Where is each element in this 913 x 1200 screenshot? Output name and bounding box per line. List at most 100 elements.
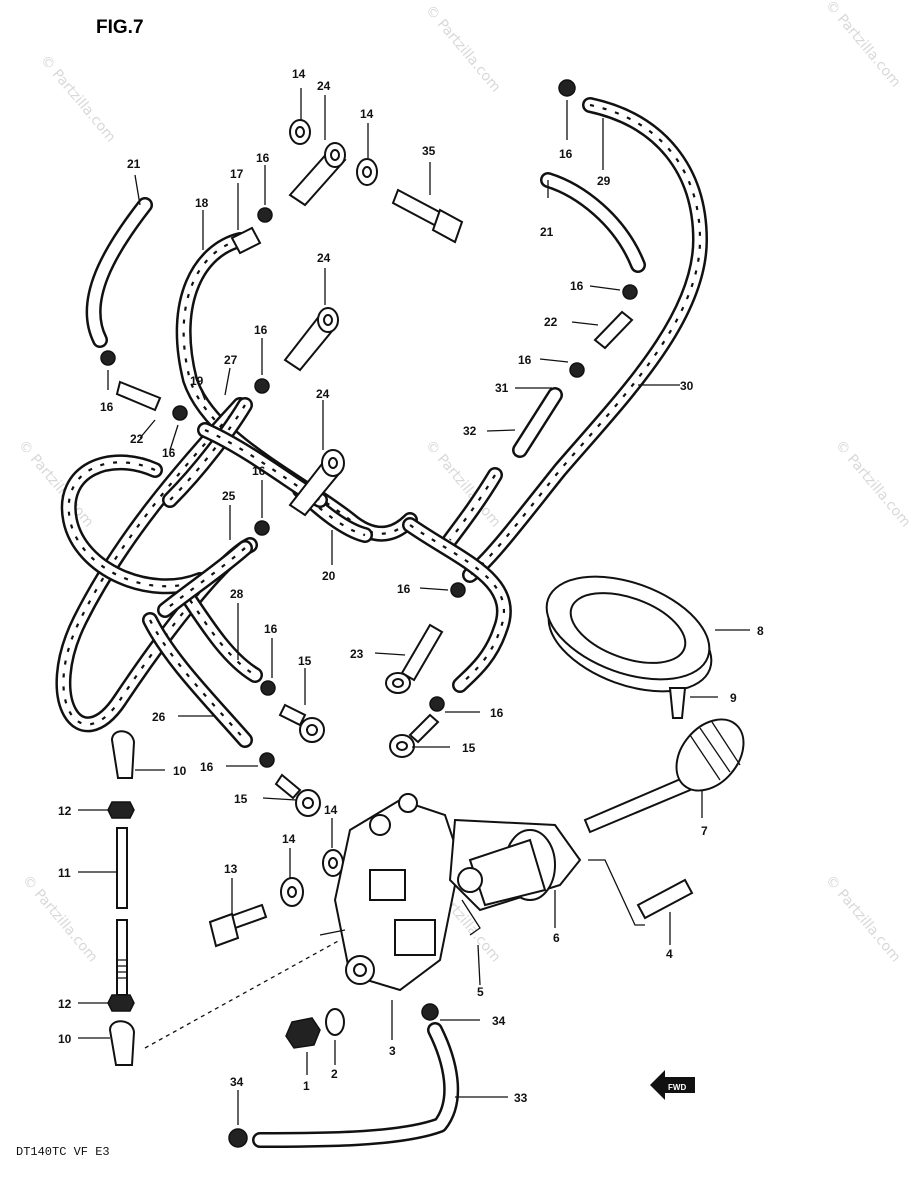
- nut-12-top: [107, 801, 135, 819]
- hose-33: [252, 1022, 460, 1148]
- callout-16: 16: [570, 279, 584, 293]
- callout-16: 16: [252, 464, 266, 478]
- callout-14: 14: [282, 832, 296, 846]
- callout-16: 16: [256, 151, 270, 165]
- callout-25: 25: [222, 489, 236, 503]
- callout-10: 10: [173, 764, 187, 778]
- clip-16: [257, 207, 273, 223]
- callout-30: 30: [680, 379, 694, 393]
- banjo-fitting-24-low: [288, 449, 345, 517]
- callout-15: 15: [462, 741, 476, 755]
- callout-24: 24: [317, 79, 331, 93]
- pin-4: [636, 878, 694, 920]
- clip-16: [259, 752, 275, 768]
- callout-15: 15: [298, 654, 312, 668]
- callout-22: 22: [544, 315, 558, 329]
- front-mark-label: FWD: [668, 1083, 686, 1092]
- callout-13: 13: [224, 862, 238, 876]
- front-direction-arrow: FWD: [650, 1070, 695, 1100]
- callout-14: 14: [292, 67, 306, 81]
- callout-7: 7: [701, 824, 708, 838]
- watermark: © Partzilla.com: [822, 872, 904, 965]
- callout-16: 16: [200, 760, 214, 774]
- callout-8: 8: [757, 624, 764, 638]
- callout-9: 9: [730, 691, 737, 705]
- banjo-fitting-15-b: [389, 713, 440, 758]
- callout-21: 21: [127, 157, 141, 171]
- banjo-fitting-15-a: [278, 703, 325, 743]
- callout-29: 29: [597, 174, 611, 188]
- watermark: © Partzilla.com: [832, 437, 913, 530]
- watermark: © Partzilla.com: [19, 872, 101, 965]
- nut-1: [285, 1017, 321, 1049]
- callout-16: 16: [518, 353, 532, 367]
- banjo-fitting-24-top: [288, 142, 347, 207]
- clip-34: [228, 1128, 248, 1148]
- nut-12-bottom: [107, 994, 135, 1012]
- callout-19: 19: [190, 374, 204, 388]
- callout-6: 6: [553, 931, 560, 945]
- washer-2: [325, 1008, 345, 1036]
- tube-17: [230, 226, 262, 255]
- oil-seal-housing-8: [545, 575, 713, 693]
- clip-16: [100, 350, 116, 366]
- fittings: [100, 79, 745, 1148]
- banjo-fitting-15-c: [274, 773, 321, 817]
- hoses: [55, 97, 708, 1148]
- banjo-fitting-24-mid: [283, 307, 339, 372]
- model-code: DT140TC VF E3: [16, 1145, 110, 1159]
- callout-2: 2: [331, 1067, 338, 1081]
- callout-12: 12: [58, 804, 72, 818]
- rod-end-10-top: [110, 730, 136, 779]
- clip-16: [254, 378, 270, 394]
- callout-16: 16: [162, 446, 176, 460]
- callout-14: 14: [324, 803, 338, 817]
- stud-11: [116, 827, 128, 996]
- callout-24: 24: [317, 251, 331, 265]
- clip-16: [450, 582, 466, 598]
- callout-28: 28: [230, 587, 244, 601]
- clip-16: [622, 284, 638, 300]
- callout-33: 33: [514, 1091, 528, 1105]
- watermark: © Partzilla.com: [422, 2, 504, 95]
- callout-16: 16: [264, 622, 278, 636]
- callout-16: 16: [490, 706, 504, 720]
- clip-16: [260, 680, 276, 696]
- callout-18: 18: [195, 196, 209, 210]
- callout-16: 16: [397, 582, 411, 596]
- callout-31: 31: [495, 381, 509, 395]
- clip-34: [421, 1003, 439, 1021]
- clip-16: [569, 362, 585, 378]
- callout-14: 14: [360, 107, 374, 121]
- callout-26: 26: [152, 710, 166, 724]
- callout-5: 5: [477, 985, 484, 999]
- banjo-fitting-23: [385, 623, 444, 694]
- callout-23: 23: [350, 647, 364, 661]
- callout-10: 10: [58, 1032, 72, 1046]
- bolt-13: [208, 903, 268, 948]
- callout-17: 17: [230, 167, 244, 181]
- bolt-35: [391, 188, 464, 244]
- connector-22-right: [593, 310, 634, 350]
- leader-lines: [78, 88, 750, 1125]
- callout-labels: 14 24 14 35 16 29 21 17 16 18 21 24 16 2…: [58, 67, 764, 1105]
- screw-9: [668, 687, 687, 719]
- callout-16: 16: [559, 147, 573, 161]
- oil-pump-assembly: [319, 793, 582, 992]
- clip-16: [254, 520, 270, 536]
- clip-16: [429, 696, 445, 712]
- callout-15: 15: [234, 792, 248, 806]
- callout-35: 35: [422, 144, 436, 158]
- callout-22: 22: [130, 432, 144, 446]
- connector-22-left: [115, 380, 162, 412]
- hose-21-right: [540, 172, 646, 273]
- callout-4: 4: [666, 947, 673, 961]
- callout-24: 24: [316, 387, 330, 401]
- callout-32: 32: [463, 424, 477, 438]
- watermark: © Partzilla.com: [37, 52, 119, 145]
- callout-16: 16: [254, 323, 268, 337]
- callout-16: 16: [100, 400, 114, 414]
- callout-3: 3: [389, 1044, 396, 1058]
- callout-20: 20: [322, 569, 336, 583]
